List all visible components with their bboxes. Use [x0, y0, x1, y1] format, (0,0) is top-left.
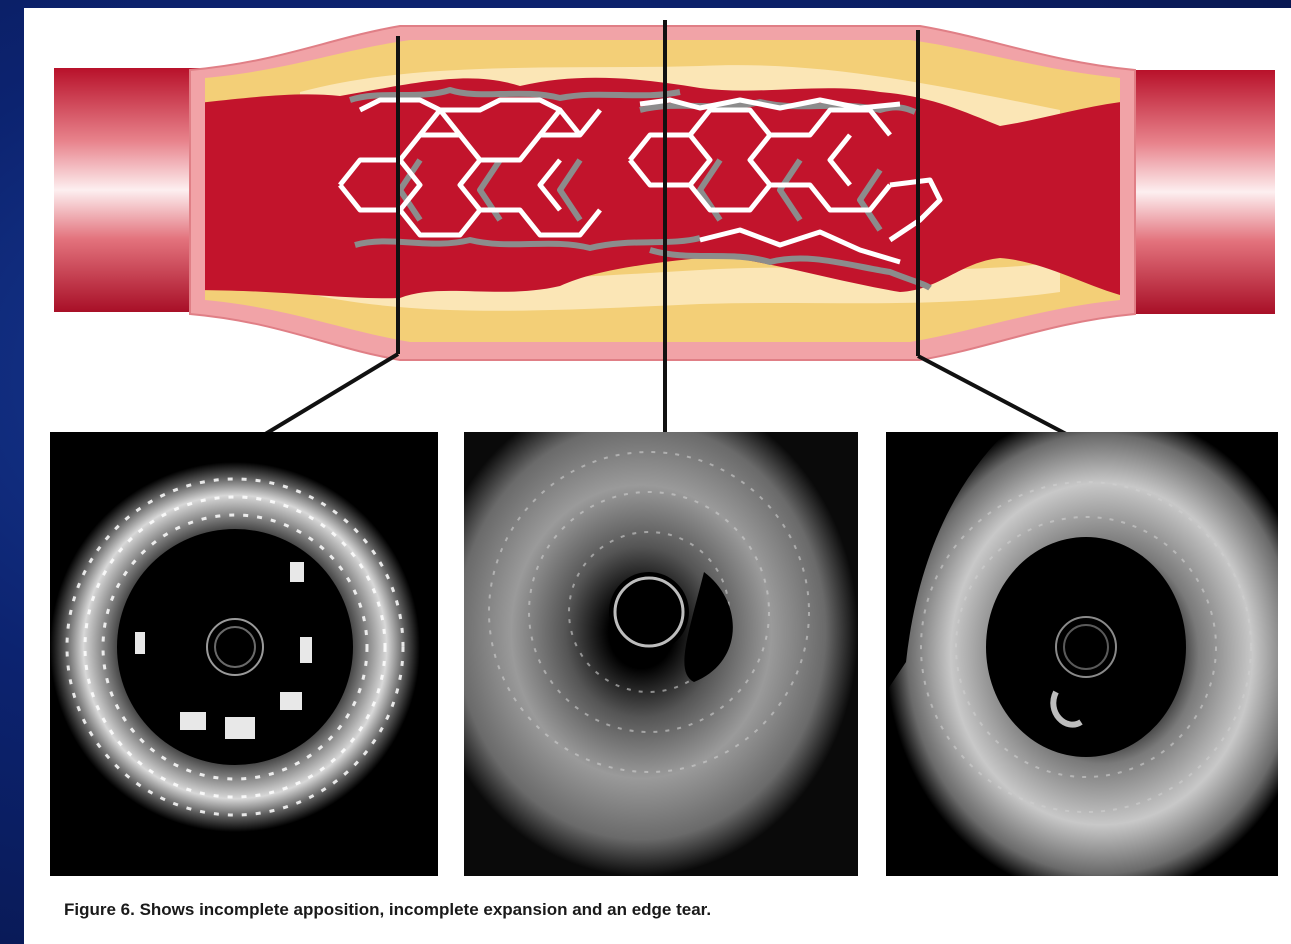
ivus-panel-incomplete-expansion [464, 432, 858, 876]
ivus-panel-incomplete-apposition [50, 432, 438, 876]
left-vessel-segment [54, 68, 204, 312]
ivus-panel-edge-tear [886, 432, 1278, 876]
figure-caption: Figure 6. Shows incomplete apposition, i… [64, 900, 1264, 920]
artery-stent-illustration [0, 0, 1291, 440]
